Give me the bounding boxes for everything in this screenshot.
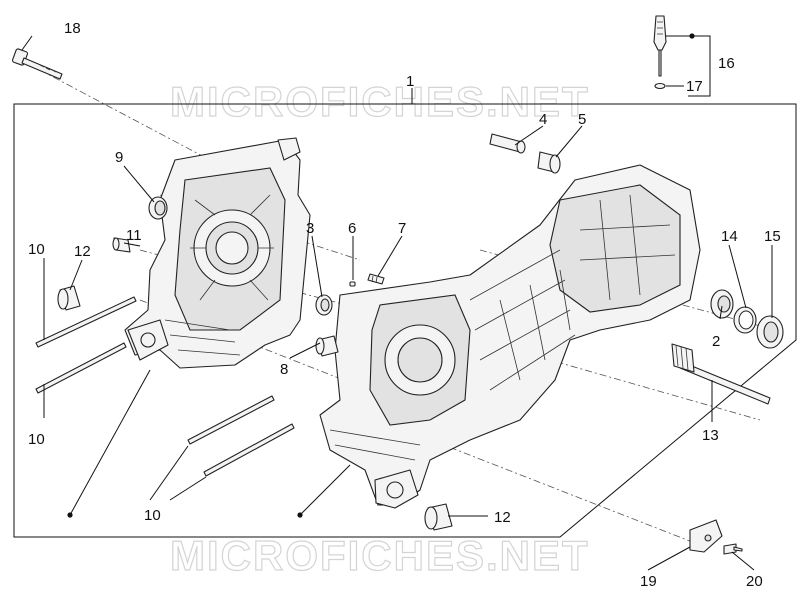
callout-17: 17 [686,78,703,95]
callout-1: 1 [406,73,414,90]
callout-18: 18 [64,20,81,37]
watermark-bottom: MICROFICHES.NET [170,532,590,579]
callout-2: 2 [712,333,720,350]
callout-labels: 1 2 3 4 5 6 7 8 9 10 10 10 11 12 12 13 1… [28,20,781,590]
callout-13: 13 [702,427,719,444]
callout-10-top: 10 [28,241,45,258]
bracket-19 [689,519,723,553]
dipstick-16 [653,15,667,77]
bushing-5 [537,151,561,174]
bushing-12-left [57,285,81,311]
left-crankcase-half [124,137,311,369]
right-crankcase-half [319,164,701,509]
callout-20: 20 [746,573,763,590]
o-ring-17 [654,82,666,90]
callout-3: 3 [306,220,314,237]
reference-dots [67,33,695,518]
callout-10-left: 10 [28,431,45,448]
callout-11: 11 [126,227,142,244]
callout-19: 19 [640,573,657,590]
screw-20 [723,543,743,555]
callout-6: 6 [348,220,356,237]
watermark-top: MICROFICHES.NET [170,78,590,125]
bolt-18 [11,48,63,80]
seal-3 [315,294,333,316]
pin-6 [349,281,356,287]
callout-14: 14 [721,228,738,245]
studs-10 [35,296,295,477]
oil-seal-9 [148,196,168,220]
callout-12-bottom: 12 [494,509,511,526]
callout-5: 5 [578,111,586,128]
callout-10-bottom: 10 [144,507,161,524]
bearing-2 [710,289,734,319]
callout-16: 16 [718,55,735,72]
callout-9: 9 [115,149,123,166]
dowel-8 [315,335,339,357]
pin-11 [112,237,131,253]
assembly-frame [13,103,797,538]
callout-4: 4 [539,111,547,128]
callout-8: 8 [280,361,288,378]
circlip-14 [733,306,757,334]
bushing-12-bottom [424,503,453,531]
leader-lines [21,35,773,571]
callout-12-left: 12 [74,243,91,260]
callout-15: 15 [764,228,781,245]
callout-7: 7 [398,220,406,237]
shaft-13 [671,343,771,405]
dowel-4 [489,133,526,154]
screw-7 [367,273,385,285]
oil-seal-15 [756,315,784,349]
